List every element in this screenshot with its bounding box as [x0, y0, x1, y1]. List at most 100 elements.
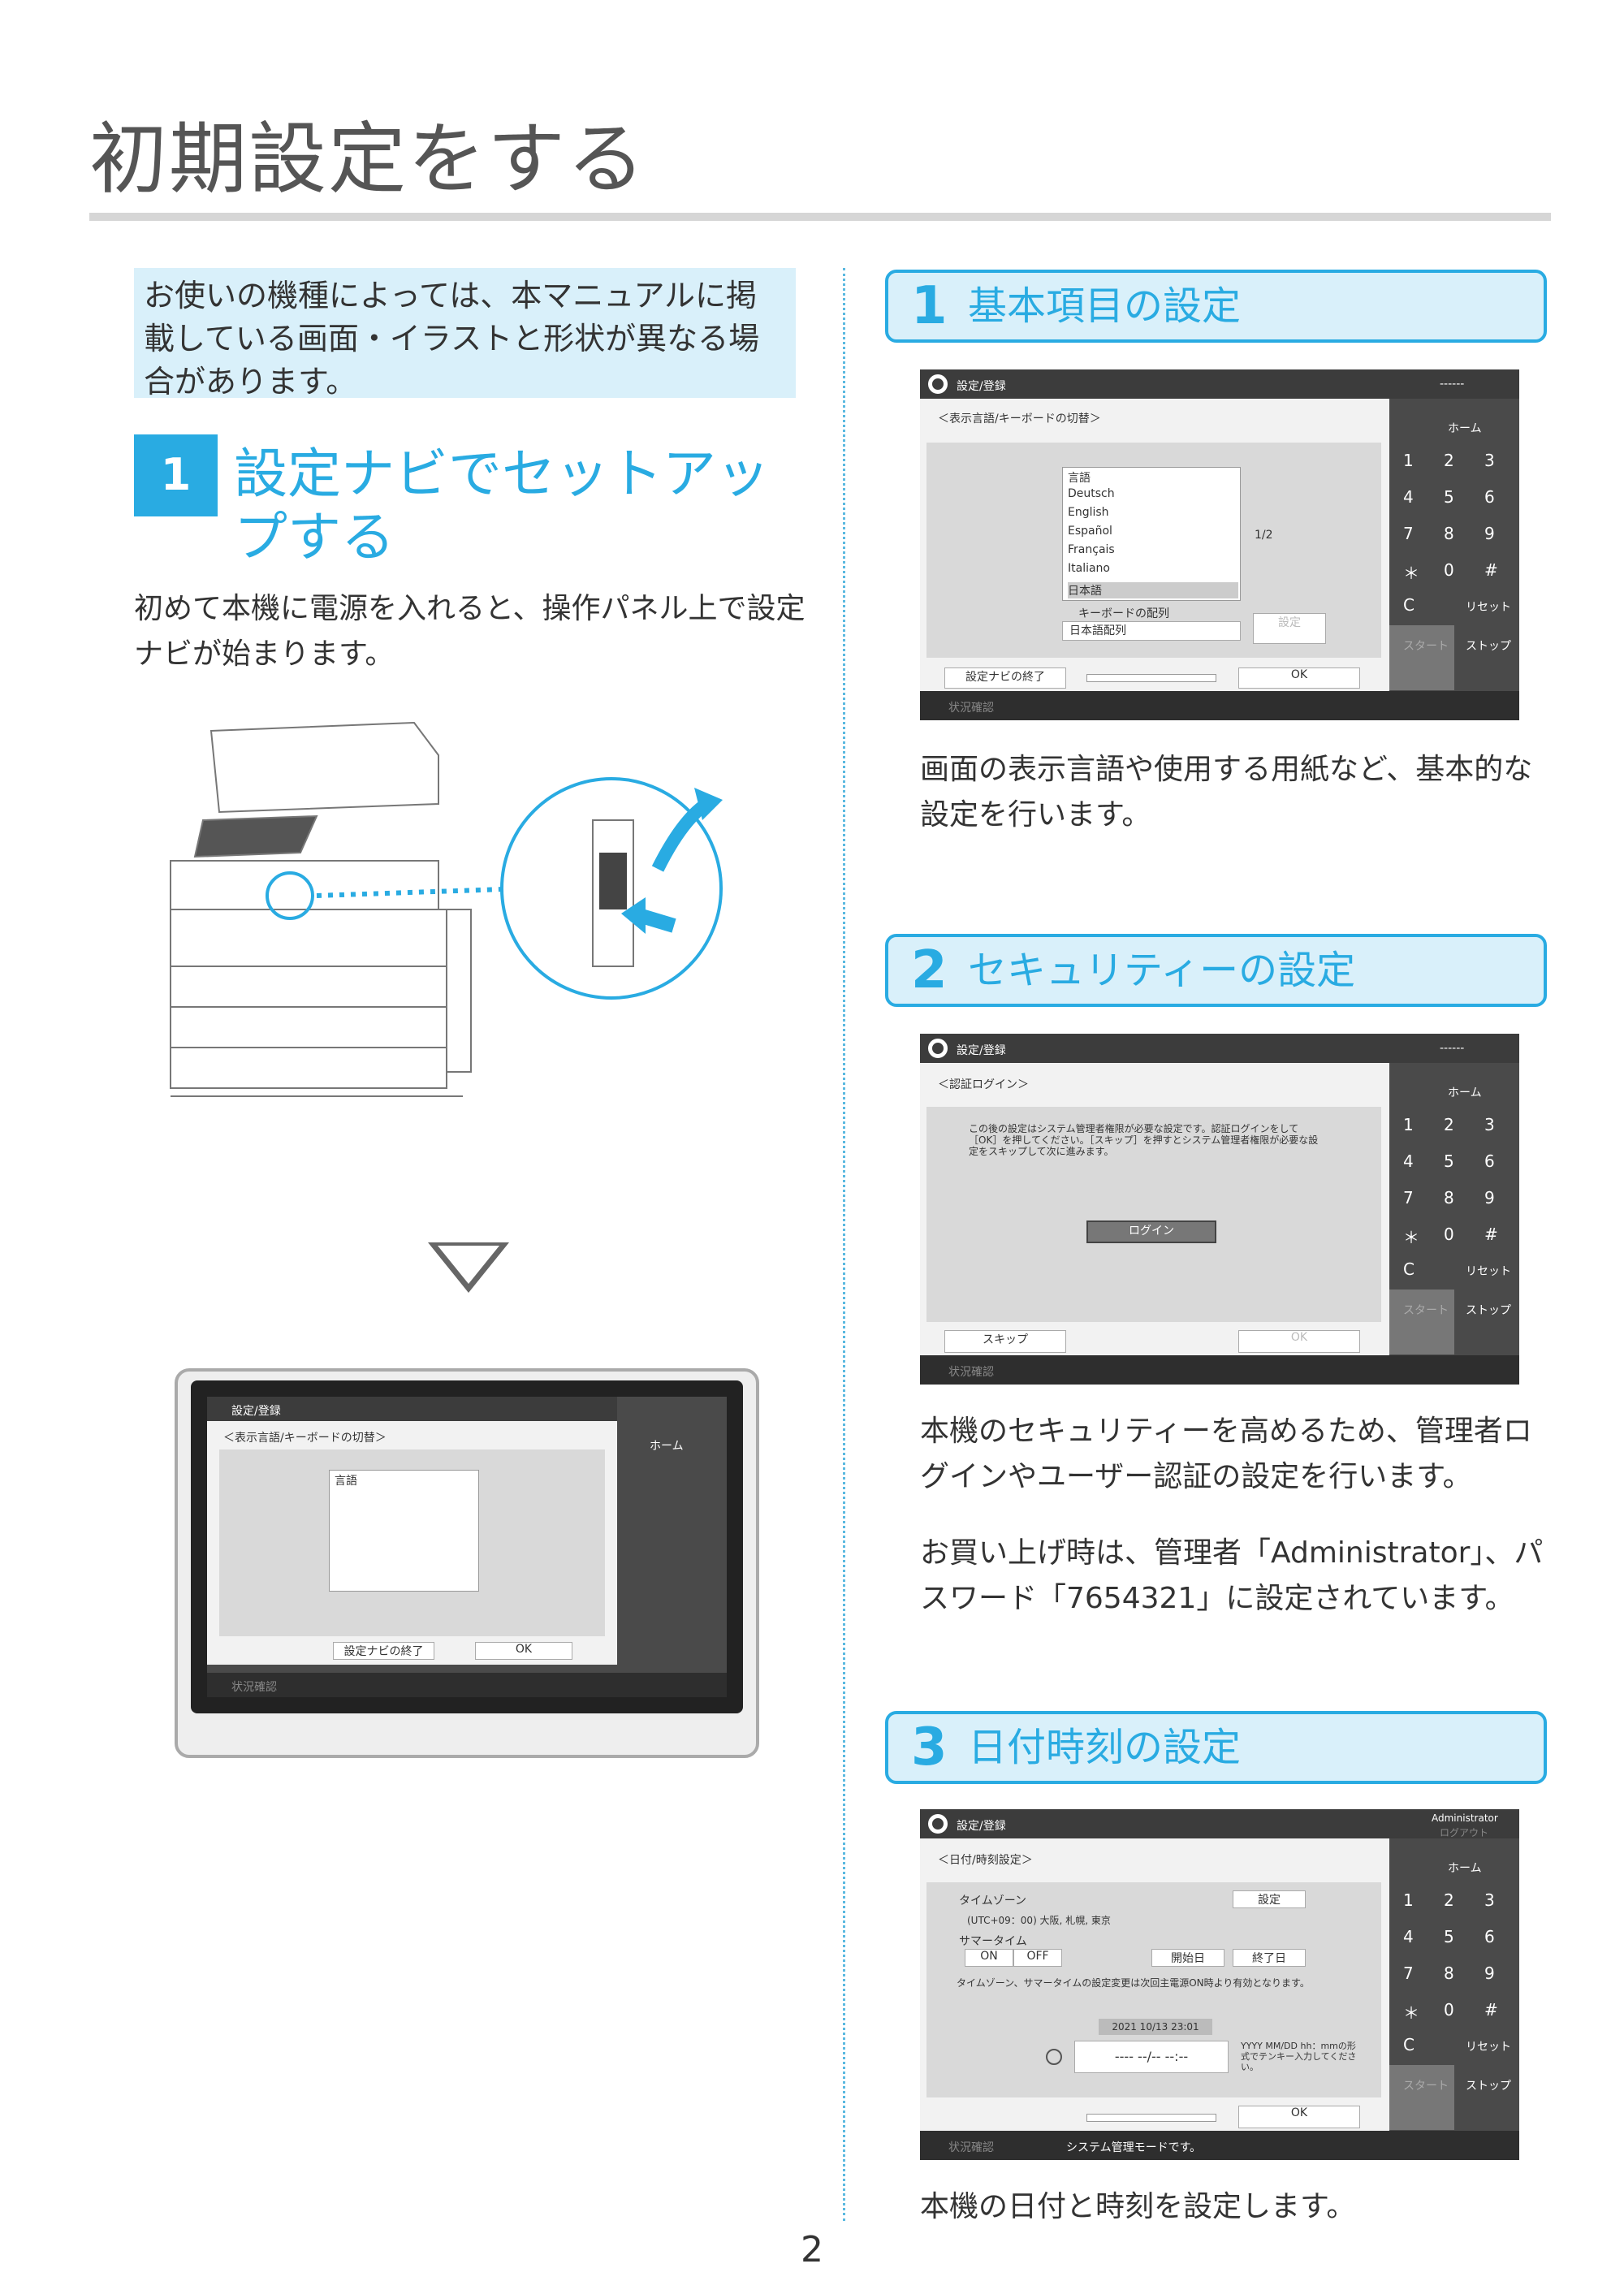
- page-title: 初期設定をする: [89, 114, 646, 205]
- ok-button[interactable]: OK: [1238, 667, 1360, 689]
- section-title: 設定ナビでセットアップする: [234, 443, 770, 568]
- start-button[interactable]: スタート: [1403, 1304, 1449, 1317]
- timezone-setting-button[interactable]: 設定: [1233, 1890, 1306, 1908]
- section-number-rule: [134, 512, 218, 516]
- step-2-body-2: お買い上げ時は、管理者「Administrator」、パスワード「7654321…: [920, 1536, 1544, 1615]
- clock-icon: [1046, 2049, 1062, 2065]
- reset-button[interactable]: リセット: [1466, 2041, 1511, 2054]
- key-1[interactable]: 1: [1403, 1115, 1414, 1134]
- key-2[interactable]: 2: [1444, 451, 1454, 470]
- start-day-button[interactable]: 開始日: [1151, 1949, 1224, 1967]
- key-8[interactable]: 8: [1444, 524, 1454, 543]
- section-number: 1: [134, 434, 218, 516]
- screen-language: 設定/登録 ------ ＜表示言語/キーボードの切替＞ 言語 Deutsch …: [920, 369, 1519, 720]
- gear-icon: [928, 1814, 948, 1834]
- key-5[interactable]: 5: [1444, 1927, 1454, 1946]
- note-box: お使いの機種によっては、本マニュアルに掲載している画面・イラストと形状が異なる場…: [134, 268, 796, 400]
- ok-button[interactable]: OK: [1238, 2106, 1360, 2128]
- key-0[interactable]: 0: [1444, 560, 1454, 580]
- keyboard-field[interactable]: 日本語配列: [1062, 621, 1241, 641]
- key-3[interactable]: 3: [1484, 1890, 1495, 1910]
- status-monitor-button[interactable]: 状況確認: [948, 1366, 994, 1379]
- key-2[interactable]: 2: [1444, 1890, 1454, 1910]
- stop-button[interactable]: ストップ: [1466, 2080, 1511, 2093]
- key-3[interactable]: 3: [1484, 1115, 1495, 1134]
- reset-button[interactable]: リセット: [1466, 601, 1511, 614]
- setting-button[interactable]: 設定: [1253, 613, 1326, 644]
- skip-button[interactable]: スキップ: [944, 1330, 1066, 1353]
- lang-deutsch[interactable]: Deutsch: [1068, 487, 1115, 500]
- key-9[interactable]: 9: [1484, 524, 1495, 543]
- key-4[interactable]: 4: [1403, 1151, 1414, 1171]
- lang-japanese[interactable]: 日本語: [1068, 582, 1238, 598]
- key-8[interactable]: 8: [1444, 1188, 1454, 1207]
- summer-off-button[interactable]: OFF: [1013, 1949, 1062, 1967]
- status-monitor-button[interactable]: 状況確認: [948, 2141, 994, 2154]
- datetime-input[interactable]: ---- --/-- --:--: [1074, 2041, 1229, 2073]
- stop-button[interactable]: ストップ: [1466, 640, 1511, 653]
- key-5[interactable]: 5: [1444, 1151, 1454, 1171]
- step-3-heading: 3 日付時刻の設定: [885, 1711, 1547, 1784]
- ok-button[interactable]: OK: [475, 1642, 572, 1660]
- progress-bar: [1086, 2114, 1216, 2122]
- end-navi-button[interactable]: 設定ナビの終了: [944, 667, 1066, 689]
- key-0[interactable]: 0: [1444, 2000, 1454, 2020]
- key-1[interactable]: 1: [1403, 1890, 1414, 1910]
- lang-italiano[interactable]: Italiano: [1068, 562, 1110, 575]
- progress-bar: [1086, 674, 1216, 682]
- key-star[interactable]: ＊: [1403, 564, 1419, 583]
- start-button[interactable]: スタート: [1403, 640, 1449, 653]
- key-9[interactable]: 9: [1484, 1188, 1495, 1207]
- stop-button[interactable]: ストップ: [1466, 1304, 1511, 1317]
- logout-button[interactable]: ログアウト: [1440, 1827, 1489, 1838]
- step-1-heading: 1 基本項目の設定: [885, 270, 1547, 343]
- key-clear[interactable]: C: [1403, 595, 1415, 615]
- key-6[interactable]: 6: [1484, 487, 1495, 507]
- lang-francais[interactable]: Français: [1068, 543, 1115, 556]
- key-1[interactable]: 1: [1403, 451, 1414, 470]
- title-rule: [89, 213, 1551, 221]
- key-6[interactable]: 6: [1484, 1151, 1495, 1171]
- key-star[interactable]: ＊: [1403, 1228, 1419, 1247]
- login-button[interactable]: ログイン: [1086, 1220, 1216, 1243]
- step-3-body: 本機の日付と時刻を設定します。: [920, 2190, 1356, 2223]
- key-7[interactable]: 7: [1403, 1964, 1414, 1983]
- key-3[interactable]: 3: [1484, 451, 1495, 470]
- key-7[interactable]: 7: [1403, 1188, 1414, 1207]
- column-divider: [843, 268, 845, 2221]
- screen-datetime: 設定/登録 Administrator ログアウト ＜日付/時刻設定＞ タイムゾ…: [920, 1809, 1519, 2160]
- ok-button[interactable]: OK: [1238, 1330, 1360, 1353]
- key-7[interactable]: 7: [1403, 524, 1414, 543]
- lang-espanol[interactable]: Español: [1068, 525, 1112, 538]
- reset-button[interactable]: リセット: [1466, 1265, 1511, 1278]
- key-4[interactable]: 4: [1403, 1927, 1414, 1946]
- key-2[interactable]: 2: [1444, 1115, 1454, 1134]
- start-button[interactable]: スタート: [1403, 2080, 1449, 2093]
- summer-on-button[interactable]: ON: [965, 1949, 1013, 1967]
- screen-lang-preview: 設定/登録 ＜表示言語/キーボードの切替＞ 言語 設定ナビの終了 OK ホーム …: [207, 1397, 727, 1697]
- key-6[interactable]: 6: [1484, 1927, 1495, 1946]
- language-list: [1062, 467, 1241, 601]
- page-number: 2: [801, 2229, 823, 2270]
- end-day-button[interactable]: 終了日: [1233, 1949, 1306, 1967]
- key-clear[interactable]: C: [1403, 1259, 1415, 1279]
- key-4[interactable]: 4: [1403, 487, 1414, 507]
- key-hash[interactable]: #: [1484, 560, 1498, 580]
- status-monitor-button[interactable]: 状況確認: [948, 702, 994, 715]
- key-hash[interactable]: #: [1484, 2000, 1498, 2020]
- step-1-body: 画面の表示言語や使用する用紙など、基本的な設定を行います。: [920, 753, 1533, 832]
- screen-login: 設定/登録 ------ ＜認証ログイン＞ この後の設定はシステム管理者権限が必…: [920, 1034, 1519, 1385]
- key-hash[interactable]: #: [1484, 1225, 1498, 1244]
- key-8[interactable]: 8: [1444, 1964, 1454, 1983]
- step-2-heading: 2 セキュリティーの設定: [885, 934, 1547, 1007]
- key-5[interactable]: 5: [1444, 487, 1454, 507]
- key-star[interactable]: ＊: [1403, 2003, 1419, 2023]
- key-clear[interactable]: C: [1403, 2035, 1415, 2054]
- lang-english[interactable]: English: [1068, 506, 1109, 519]
- printer-illustration: [170, 721, 723, 1097]
- section-body: 初めて本機に電源を入れると、操作パネル上で設定ナビが始まります。: [134, 592, 806, 671]
- key-0[interactable]: 0: [1444, 1225, 1454, 1244]
- key-9[interactable]: 9: [1484, 1964, 1495, 1983]
- end-navi-button[interactable]: 設定ナビの終了: [333, 1642, 434, 1660]
- gear-icon: [928, 1039, 948, 1058]
